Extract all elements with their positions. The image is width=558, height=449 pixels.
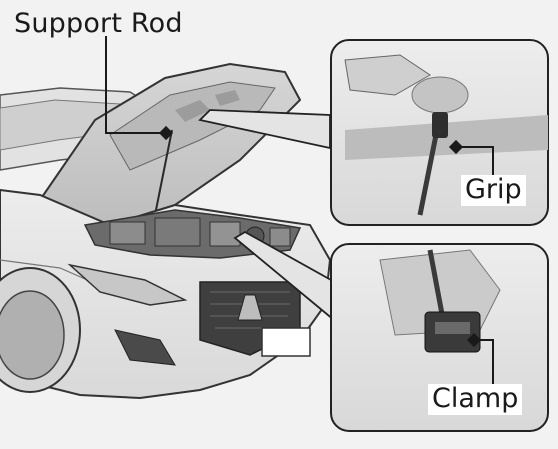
bumper-intake — [114, 329, 176, 366]
grip-leader — [448, 139, 494, 176]
support-rod-label: Support Rod — [14, 8, 183, 39]
headlight — [67, 263, 188, 306]
license-plate — [261, 327, 311, 357]
grip-label: Grip — [461, 175, 526, 206]
clamp-callout — [233, 230, 549, 432]
clamp-label: Clamp — [428, 384, 523, 415]
clamp-leader — [466, 332, 494, 385]
